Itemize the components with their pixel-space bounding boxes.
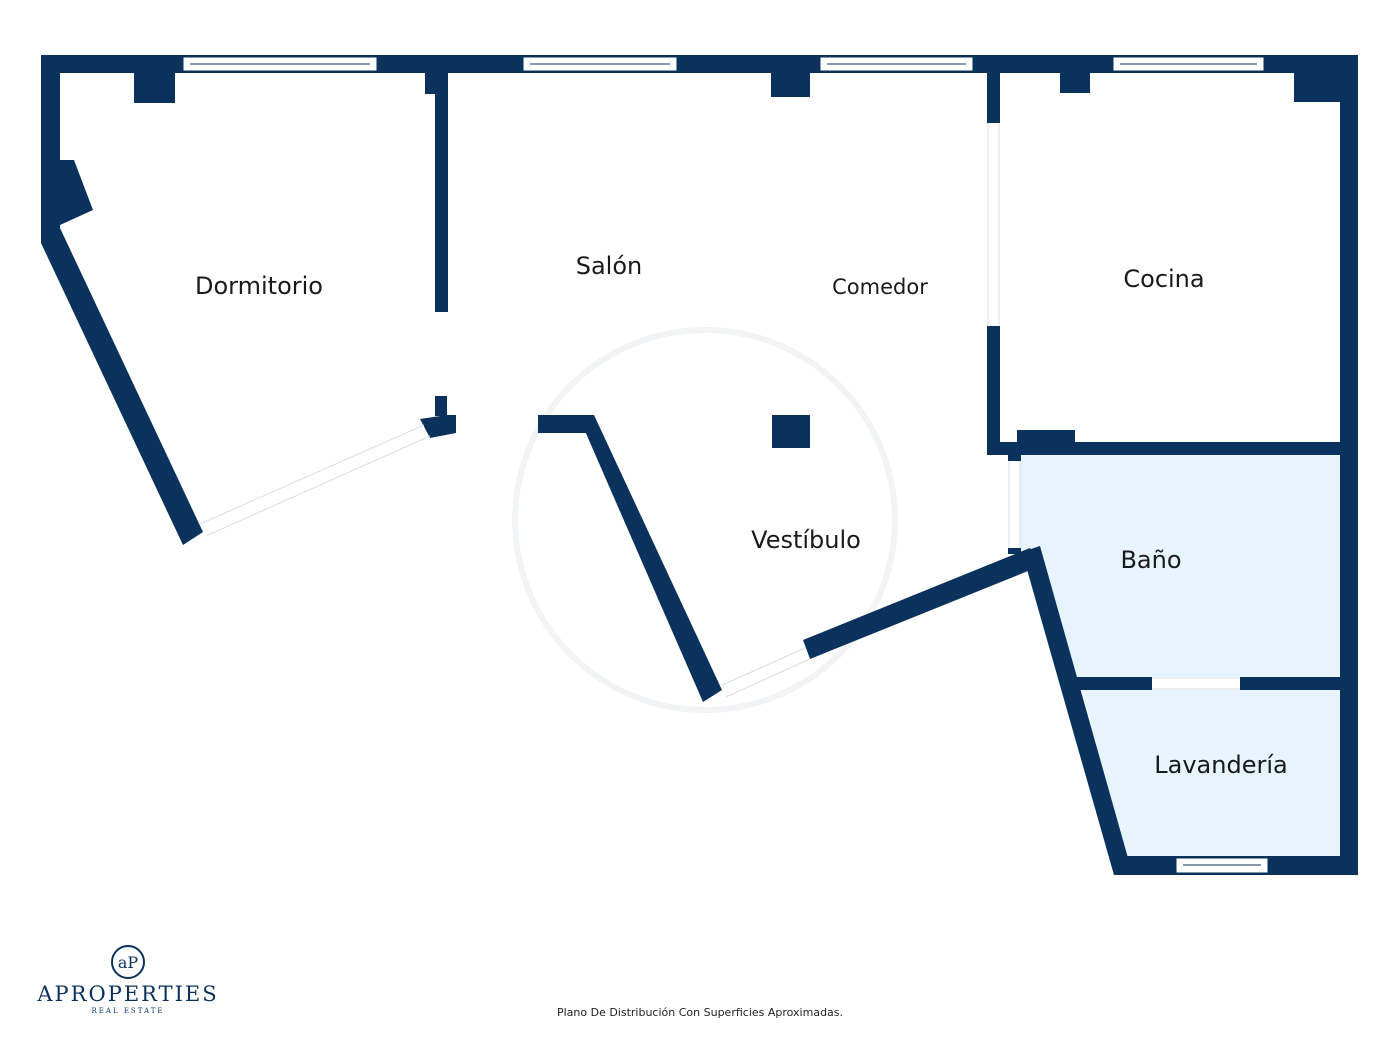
- cocina-west-wall-top: [987, 73, 1000, 123]
- partition-stub: [435, 396, 447, 416]
- room-label-dormitorio: Dormitorio: [195, 272, 323, 300]
- vestibulo-jamb: [538, 415, 590, 433]
- vestibulo-south-wall: [803, 548, 1038, 659]
- watermark: [512, 327, 898, 713]
- dormitorio-door-jamb: [420, 415, 456, 438]
- bano-door-jamb: [1008, 455, 1021, 461]
- column-1: [134, 73, 175, 103]
- cocina-bottom-wall: [987, 442, 1340, 455]
- logo-brand: APROPERTIES: [37, 982, 219, 1006]
- room-label-vestibulo: Vestíbulo: [751, 526, 861, 554]
- bano-west-wall: [1022, 546, 1128, 875]
- column-5: [1294, 73, 1340, 102]
- left-column: [60, 160, 93, 225]
- partition-dormitorio: [435, 73, 448, 312]
- column-4: [1060, 73, 1090, 93]
- room-label-cocina: Cocina: [1123, 265, 1204, 293]
- room-label-salon: Salón: [576, 252, 643, 280]
- bano-floor: [1020, 455, 1340, 677]
- lavanderia-floor: [1082, 690, 1340, 856]
- vestibulo-west-wall: [578, 415, 722, 702]
- room-label-comedor: Comedor: [832, 275, 928, 299]
- cocina-west-wall-bottom: [987, 326, 1000, 455]
- thresholds: [199, 123, 1240, 698]
- logo-monogram-icon: aP: [111, 945, 145, 979]
- company-logo: aP APROPERTIES REAL ESTATE: [36, 944, 220, 1016]
- logo-tagline: REAL ESTATE: [91, 1007, 165, 1015]
- column-3: [771, 73, 810, 97]
- bano-lavanderia-wall-left: [1076, 677, 1152, 690]
- plan-disclaimer: Plano De Distribución Con Superficies Ap…: [556, 1006, 844, 1019]
- left-wall-upper: [41, 55, 60, 243]
- logo-monogram: aP: [118, 953, 139, 972]
- bano-lavanderia-wall-right: [1240, 677, 1340, 690]
- windows: [182, 56, 1269, 874]
- left-wall-diagonal: [41, 228, 203, 545]
- room-label-lavanderia: Lavandería: [1154, 751, 1287, 779]
- cocina-bottom-column: [1017, 430, 1075, 444]
- room-label-bano: Baño: [1120, 546, 1181, 574]
- center-column: [772, 415, 810, 448]
- bano-door-jamb-lower: [1008, 548, 1021, 554]
- right-wall: [1340, 55, 1358, 875]
